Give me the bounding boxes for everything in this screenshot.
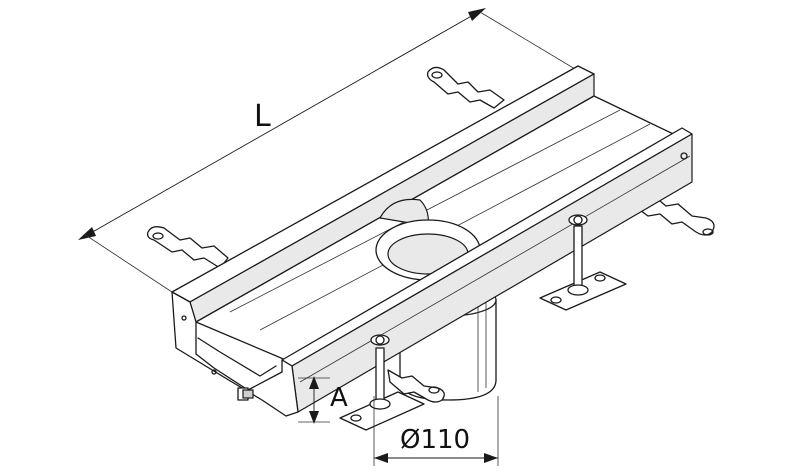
length-dimension — [78, 8, 581, 293]
channel-body — [171, 65, 693, 417]
length-arrow-end — [468, 8, 486, 21]
mounting-lug-front-left — [146, 226, 229, 269]
lug-hole — [431, 71, 443, 79]
mounting-lug-back-left — [426, 66, 505, 109]
diameter-label: Ø110 — [400, 425, 470, 455]
leveling-bolt — [237, 387, 254, 401]
adjustable-foot-front — [339, 334, 445, 431]
lug-hole — [152, 232, 164, 240]
length-arrow-start — [78, 227, 96, 240]
length-label: L — [254, 99, 271, 134]
side-hole — [680, 152, 688, 160]
lug-hole — [702, 228, 714, 236]
height-dimension — [298, 376, 330, 424]
height-label: A — [330, 383, 348, 413]
diameter-dimension — [373, 396, 499, 466]
adjustable-foot-right — [539, 214, 627, 311]
